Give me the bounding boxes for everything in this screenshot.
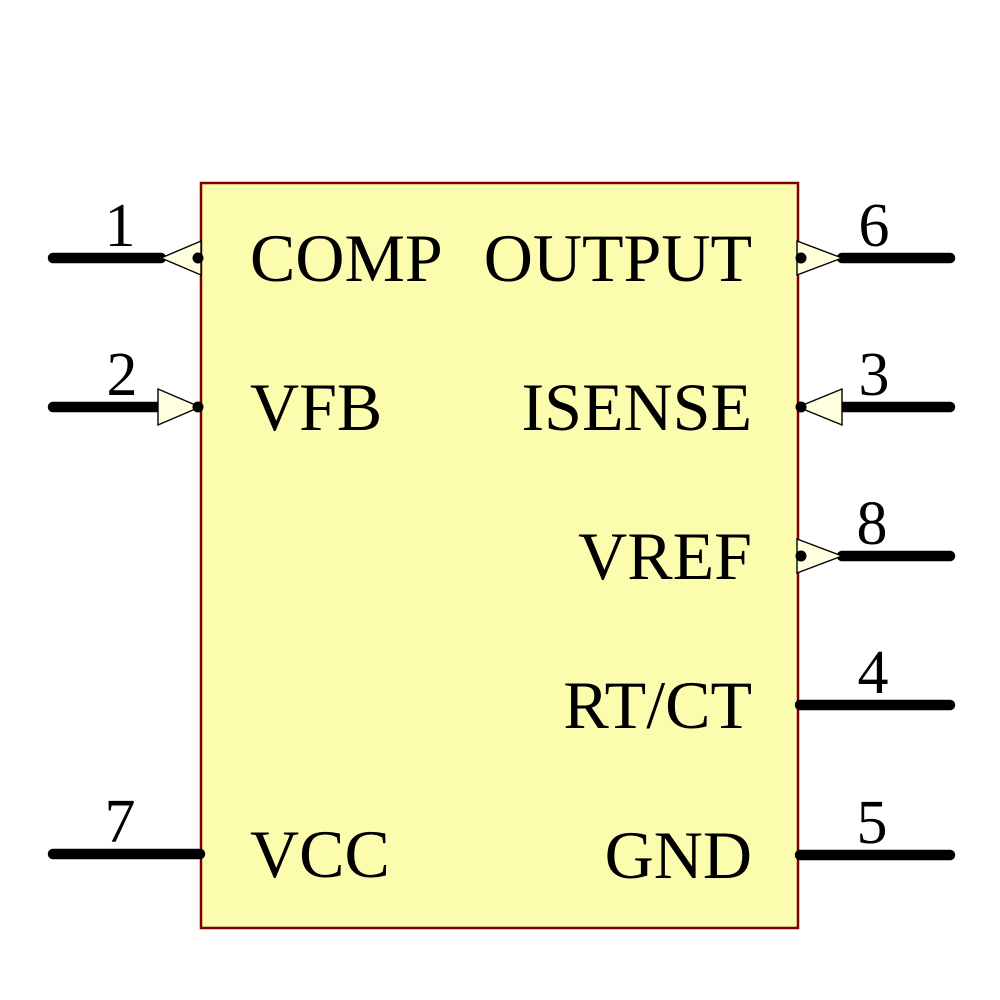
pin-2-number: 2 [107, 341, 138, 409]
pin-8: 8 [795, 490, 956, 575]
pin-6: 6 [795, 192, 956, 277]
pin-7: 7 [47, 788, 206, 860]
pin-4-number: 4 [858, 639, 889, 707]
pin-5-label: GND [605, 817, 752, 893]
pin-1: 1 [47, 192, 204, 277]
pin-8-number: 8 [857, 490, 888, 558]
pin-2-input-arrow-icon [157, 387, 202, 427]
pin-2-label: VFB [250, 369, 382, 445]
pin-4-label: RT/CT [563, 667, 752, 743]
pin-1-number: 1 [105, 192, 136, 260]
pin-4: 4 [794, 639, 956, 711]
pin-6-label: OUTPUT [484, 220, 752, 296]
pin-8-label: VREF [578, 518, 752, 594]
pin-7-label: VCC [250, 816, 390, 892]
pin-3-label: ISENSE [522, 369, 752, 445]
pin-8-connection-dot [795, 550, 807, 562]
pin-5-number: 5 [857, 789, 888, 857]
pin-7-number: 7 [105, 788, 136, 856]
pin-6-connection-dot [795, 252, 807, 264]
pin-1-connection-dot [192, 252, 204, 264]
pin-2-connection-dot [192, 401, 204, 413]
pin-5: 5 [794, 789, 956, 861]
pin-3: 3 [795, 341, 956, 427]
pin-2: 2 [47, 341, 204, 427]
pin-3-input-arrow-icon [796, 387, 843, 427]
pin-3-number: 3 [859, 341, 890, 409]
ic-body [201, 183, 798, 928]
pin-6-number: 6 [859, 192, 890, 260]
pin-3-connection-dot [795, 401, 807, 413]
pin-1-label: COMP [250, 220, 443, 296]
